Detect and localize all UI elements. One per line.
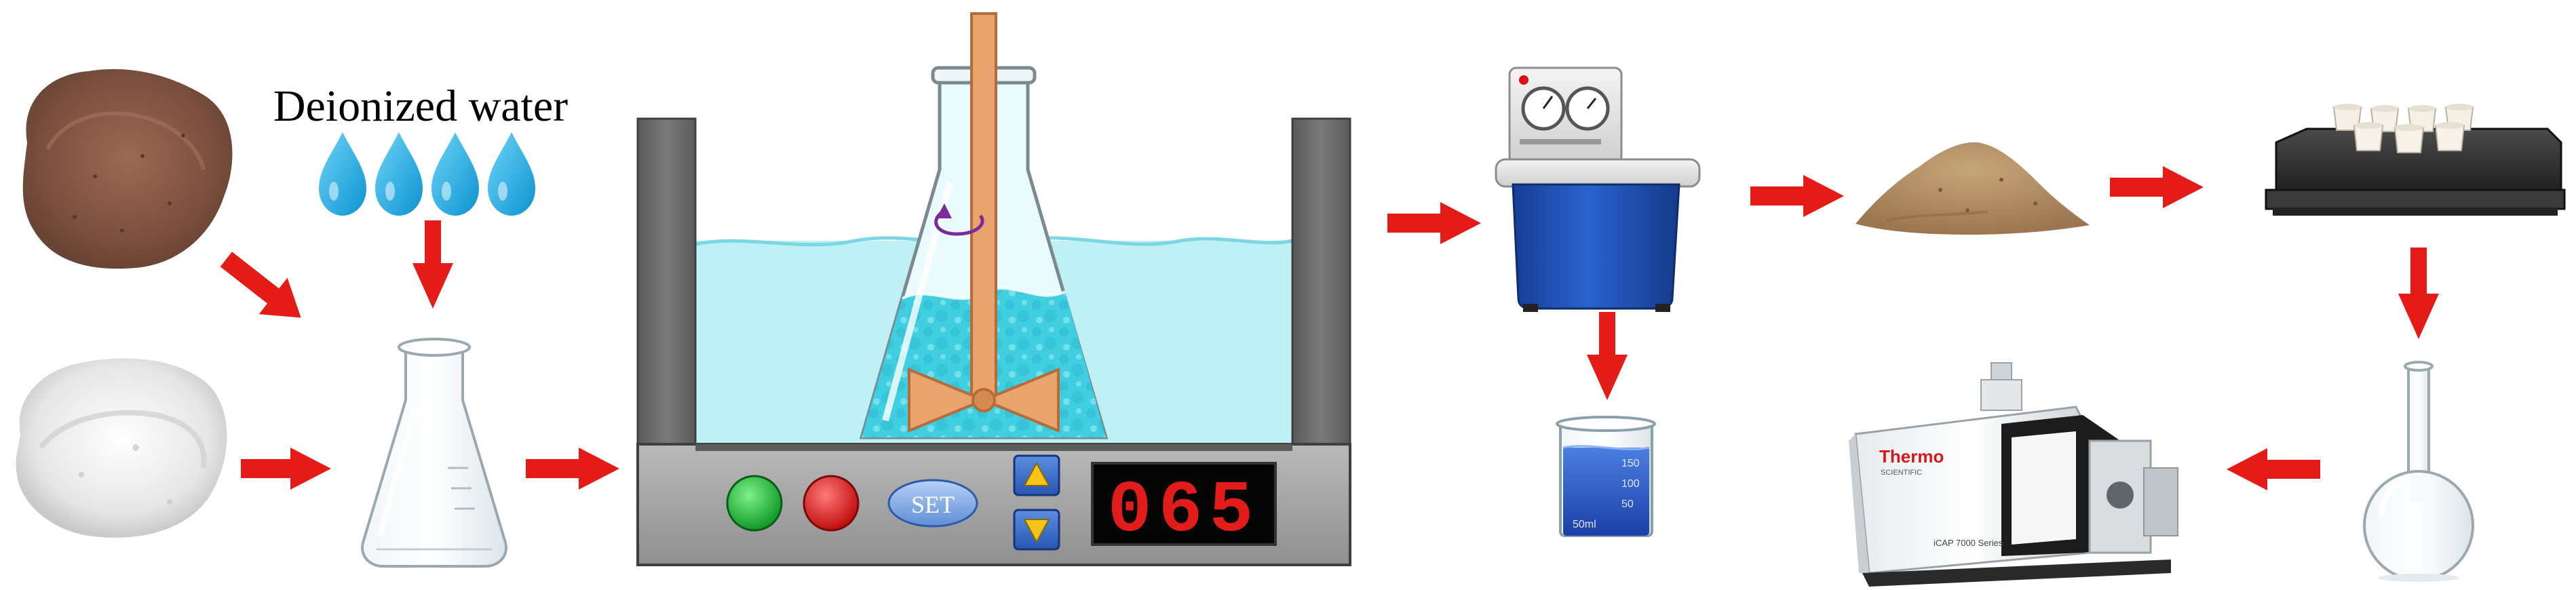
vacuum-pump-icon bbox=[1495, 66, 1701, 312]
erlenmeyer-flask-icon bbox=[361, 338, 507, 568]
timer-display: 065 bbox=[1091, 462, 1277, 553]
arrow-residue-to-furnace bbox=[2110, 166, 2204, 208]
up-arrow-button[interactable] bbox=[1013, 454, 1060, 496]
residue-pile-icon bbox=[1856, 142, 2090, 235]
water-drops-icon bbox=[319, 132, 535, 216]
volumetric-flask-icon bbox=[2363, 361, 2474, 582]
led-green[interactable] bbox=[726, 475, 783, 532]
stirrer-icon bbox=[908, 12, 1060, 433]
icp-brand: Thermo bbox=[1879, 446, 1944, 467]
down-arrow-button[interactable] bbox=[1013, 509, 1060, 551]
icp-model: iCAP 7000 Series bbox=[1934, 538, 2003, 548]
arrow-furnace-to-volumetric bbox=[2398, 248, 2439, 339]
timer-display-value: 065 bbox=[1108, 470, 1260, 553]
icp-spectrometer-icon: Thermo SCIENTIFIC iCAP 7000 Series bbox=[1849, 362, 2178, 587]
muffle-furnace-icon bbox=[2265, 104, 2566, 216]
arrow-pump-to-beaker bbox=[1587, 312, 1628, 400]
beaker-mark-50: 50 bbox=[1621, 498, 1634, 510]
soil-powder-icon bbox=[22, 68, 233, 269]
beaker-mark-100: 100 bbox=[1621, 478, 1640, 490]
arrow-flask-to-bath bbox=[526, 448, 619, 490]
arrow-soil-to-flask bbox=[220, 252, 301, 318]
set-button-label: SET bbox=[911, 491, 955, 518]
crucible-icons bbox=[2332, 104, 2474, 153]
white-powder-icon bbox=[16, 358, 227, 538]
arrow-water-to-flask bbox=[412, 220, 453, 309]
arrow-volumetric-to-icp bbox=[2227, 448, 2320, 490]
arrow-bath-to-pump bbox=[1387, 202, 1481, 244]
set-button[interactable]: SET bbox=[887, 479, 978, 528]
beaker-mark-150: 150 bbox=[1621, 458, 1640, 469]
water-label: Deionized water bbox=[273, 81, 568, 131]
icp-brand-sub: SCIENTIFIC bbox=[1881, 469, 1922, 477]
arrow-pump-to-residue bbox=[1750, 175, 1844, 217]
beaker-icon: 150 100 50 50ml bbox=[1556, 416, 1656, 537]
beaker-volume-label: 50ml bbox=[1573, 519, 1596, 530]
led-red[interactable] bbox=[803, 475, 860, 532]
arrow-powder-to-flask bbox=[241, 448, 331, 490]
